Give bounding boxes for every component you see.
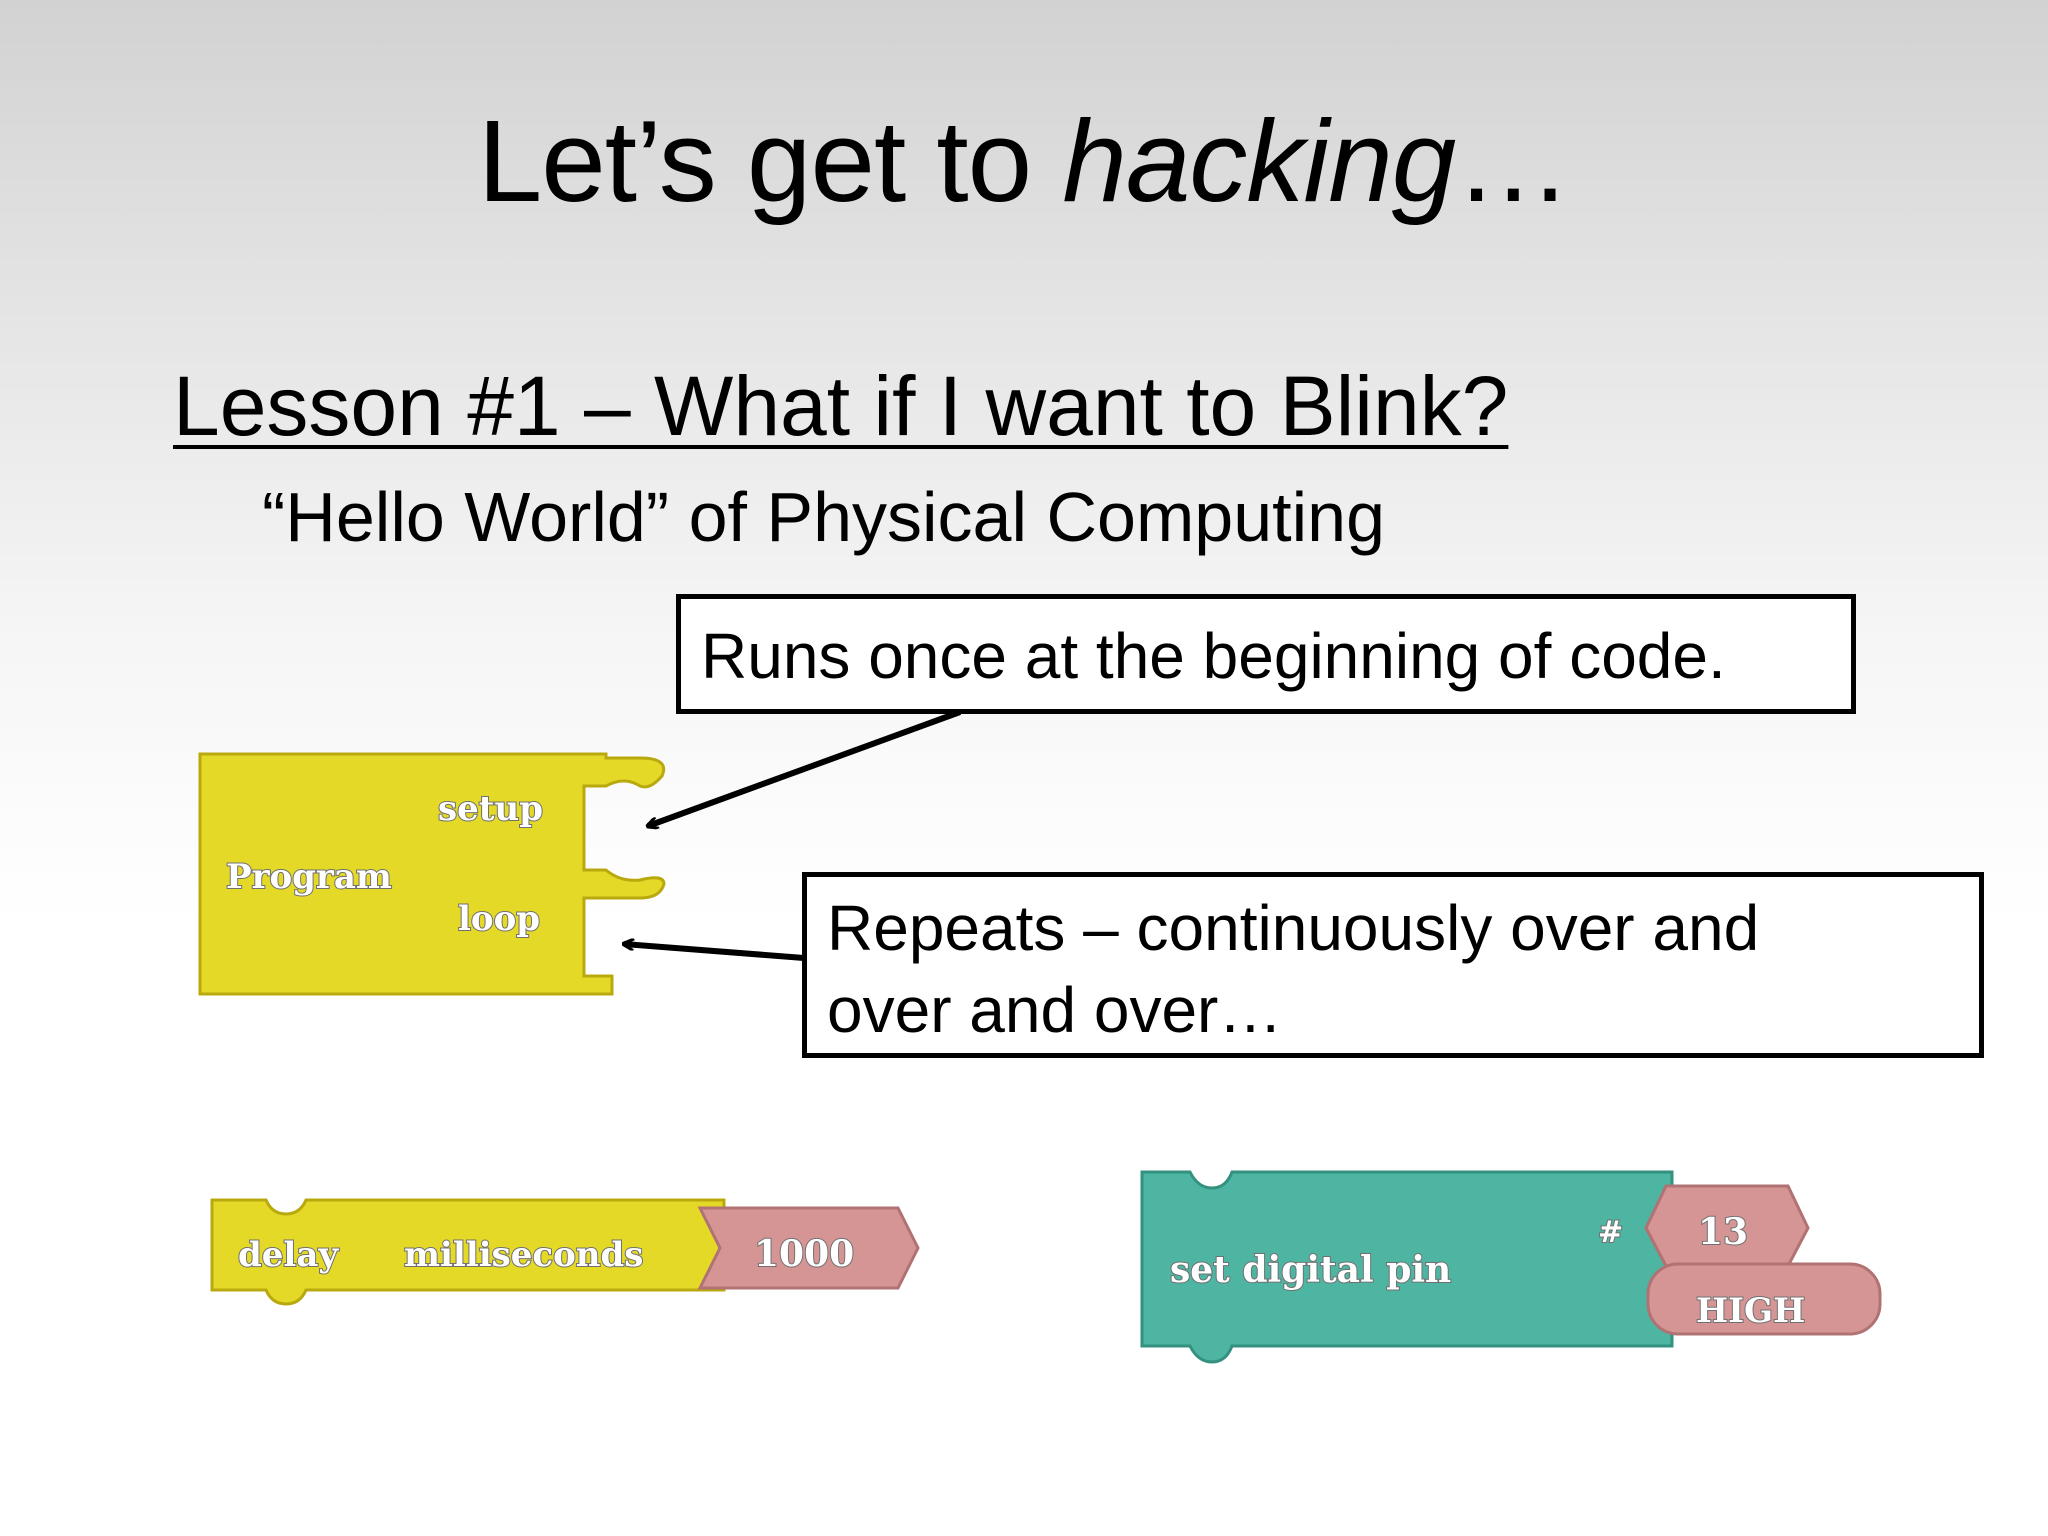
setup-callout: Runs once at the beginning of code. (676, 594, 1856, 714)
program-loop-label: loop (458, 899, 540, 939)
setup-arrow (648, 709, 962, 826)
pin-state: HIGH (1696, 1291, 1805, 1331)
lesson-heading: Lesson #1 – What if I want to Blink? (173, 359, 1509, 453)
delay-block[interactable]: delay milliseconds 1000 (210, 1198, 920, 1306)
digital-pin-block-body (1140, 1170, 1674, 1364)
delay-value-socket[interactable] (697, 1206, 920, 1290)
delay-block-body (210, 1198, 726, 1306)
loop-callout-line2: over and over… (827, 974, 1283, 1046)
slide-title: Let’s get to hacking… (477, 96, 1571, 226)
pin-state-socket[interactable] (1646, 1262, 1882, 1336)
program-block-body (198, 752, 666, 996)
loop-callout: Repeats – continuously over and over and… (802, 872, 1984, 1058)
delay-label: delay (238, 1235, 339, 1275)
program-setup-label: setup (438, 789, 543, 829)
setup-callout-text: Runs once at the beginning of code. (701, 620, 1726, 692)
loop-arrow (624, 944, 805, 961)
digital-pin-label: set digital pin (1170, 1249, 1451, 1291)
delay-param-label: milliseconds (404, 1235, 643, 1275)
pin-hash-label: # (1598, 1215, 1623, 1250)
lesson-subtitle: “Hello World” of Physical Computing (262, 478, 1386, 556)
delay-value: 1000 (754, 1233, 854, 1275)
program-block[interactable]: Program setup loop (198, 752, 666, 996)
program-label: Program (226, 857, 392, 897)
digital-pin-block[interactable]: set digital pin # 13 HIGH (1140, 1170, 1882, 1364)
pin-value: 13 (1698, 1211, 1748, 1253)
loop-callout-line1: Repeats – continuously over and (827, 892, 1760, 964)
